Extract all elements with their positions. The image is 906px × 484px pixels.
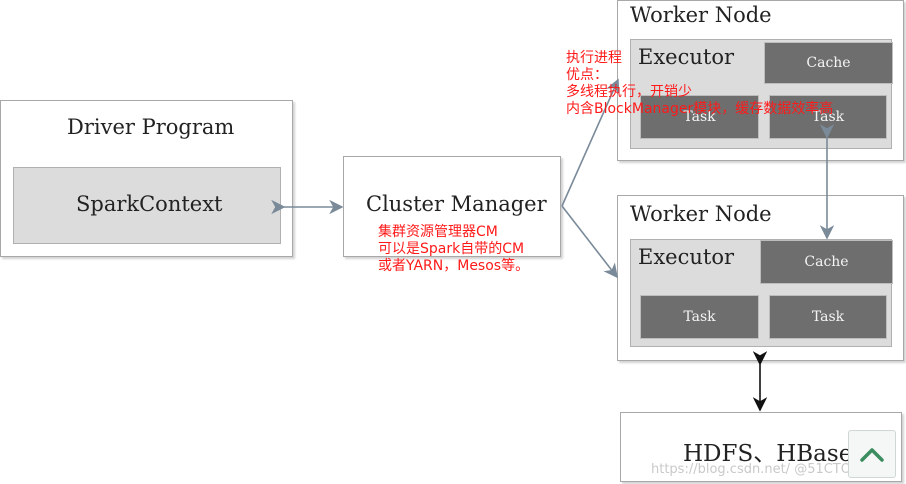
- executor-top-label: Executor: [638, 45, 735, 69]
- cluster-manager-box: Cluster Manager: [343, 156, 561, 257]
- storage-title: HDFS、HBase: [683, 441, 853, 467]
- executor-bottom-label: Executor: [638, 245, 735, 269]
- executor-note-line-4: 内含BlockManager模块，缓存数据效率高: [566, 101, 834, 117]
- worker-node-top-title: Worker Node: [630, 3, 772, 27]
- back-to-top-button[interactable]: [848, 430, 896, 478]
- chevron-up-icon: [860, 448, 884, 462]
- cluster-note-line-2: 可以是Spark自带的CM: [378, 241, 525, 257]
- cluster-note-line-1: 集群资源管理器CM: [378, 224, 498, 240]
- worker-node-bottom: Worker Node Executor Cache Task Task: [617, 195, 904, 361]
- spark-context-box: SparkContext: [13, 167, 281, 244]
- cache-bottom: Cache: [760, 240, 893, 284]
- cluster-note-line-3: 或者YARN，Mesos等。: [378, 258, 530, 274]
- executor-bottom-box: Executor Cache Task Task: [630, 239, 893, 347]
- cluster-manager-title: Cluster Manager: [366, 192, 547, 216]
- spark-context-label: SparkContext: [76, 192, 223, 216]
- worker-node-bottom-title: Worker Node: [630, 202, 772, 226]
- task-top-1: Task: [640, 95, 759, 139]
- watermark: https://blog.csdn.net/ @51CTO博客: [651, 462, 877, 477]
- executor-note-line-2: 优点：: [566, 67, 608, 83]
- driver-program-title: Driver Program: [67, 115, 235, 139]
- task-bottom-1: Task: [640, 295, 759, 339]
- cache-top: Cache: [764, 42, 893, 84]
- arrow-cluster-worker-top: [561, 78, 620, 207]
- task-bottom-2: Task: [769, 295, 887, 339]
- driver-program-box: Driver Program SparkContext: [0, 100, 293, 257]
- executor-note-line-3: 多线程执行，开销少: [566, 84, 692, 100]
- executor-note: 执行进程 优点： 多线程执行，开销少 内含BlockManager模块，缓存数据…: [566, 50, 833, 118]
- cluster-manager-note: 集群资源管理器CM 可以是Spark自带的CM 或者YARN，Mesos等。: [378, 224, 529, 275]
- executor-note-line-1: 执行进程: [566, 50, 622, 66]
- arrow-cluster-worker-bottom: [561, 205, 618, 279]
